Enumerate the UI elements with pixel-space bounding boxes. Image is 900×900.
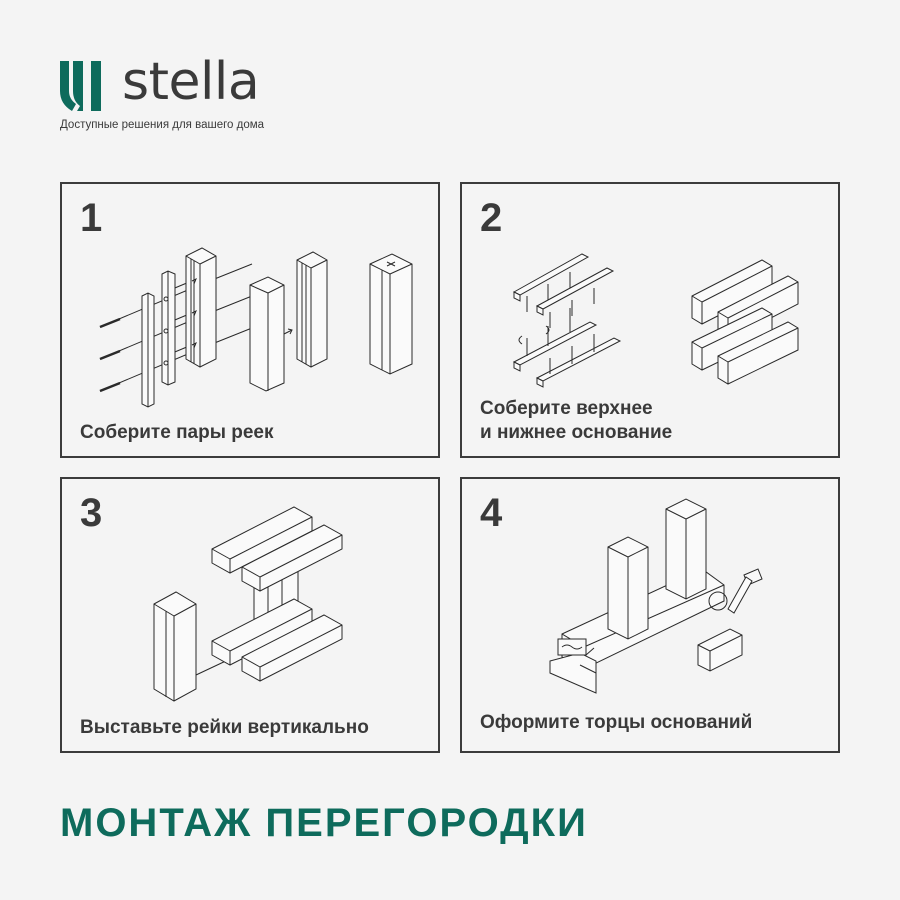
page-title: МОНТАЖ ПЕРЕГОРОДКИ [60, 801, 588, 845]
step-card-2: 2 [460, 182, 840, 458]
step-card-1: 1 Соберите пары реек [60, 182, 440, 458]
stella-logo-icon [60, 61, 110, 111]
assemble-top-bottom-base-illustration [512, 253, 799, 388]
step-caption: Соберите пары реек [80, 422, 274, 443]
step-caption: Выставьте рейки вертикально [80, 717, 369, 738]
step-card-3: 3 Выставьте рейки вертикально [60, 477, 440, 753]
step-caption: Оформите торцы оснований [480, 712, 753, 733]
step-number: 3 [80, 491, 103, 535]
brand-name: stella [122, 52, 260, 112]
finish-base-ends-illustration [549, 498, 763, 694]
step-card-4: 4 Оформите торцы оснований [460, 477, 840, 753]
brand-tagline: Доступные решения для вашего дома [60, 119, 265, 131]
step-number: 4 [480, 491, 503, 535]
step-number: 2 [480, 196, 503, 240]
assemble-slat-pairs-illustration [99, 247, 413, 408]
place-slats-vertically-illustration [153, 506, 343, 702]
brand-logo: stella [60, 56, 260, 112]
step-number: 1 [80, 196, 103, 240]
